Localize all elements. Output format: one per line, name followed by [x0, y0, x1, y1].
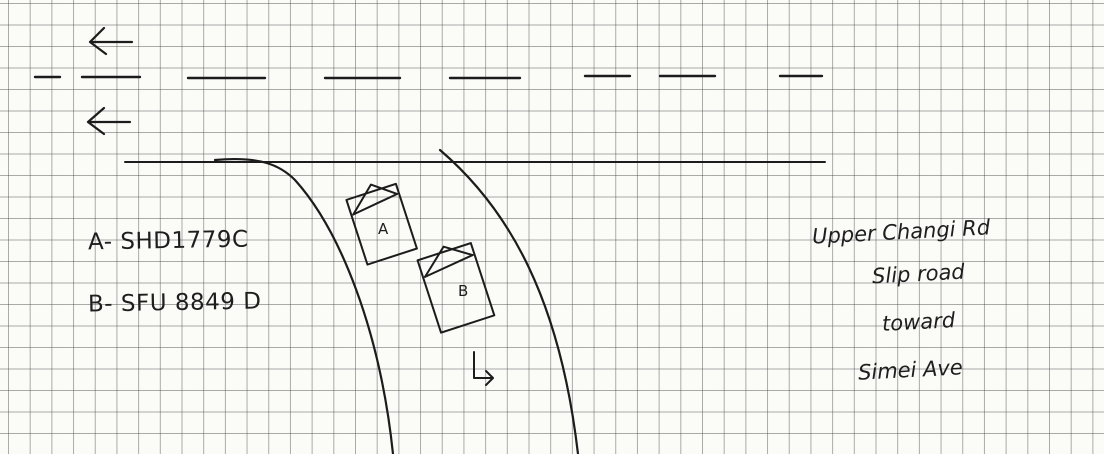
- vehicle-a-plate: A- SHD1779C: [88, 227, 249, 256]
- lane-divider: [35, 76, 822, 78]
- vehicle-b: [416, 238, 494, 332]
- vehicle-a-label: A: [378, 220, 388, 238]
- vehicle-b-label: B: [458, 282, 468, 300]
- location-note-line-3: toward: [881, 308, 955, 336]
- location-note-line-2: Slip road: [871, 260, 965, 289]
- slip-road-outer-edge: [440, 150, 578, 454]
- turn-left-arrow-icon: [474, 352, 493, 385]
- left-arrow-icon: [90, 28, 132, 54]
- left-arrow-icon: [88, 108, 130, 134]
- vehicle-b-plate: B- SFU 8849 D: [88, 288, 262, 317]
